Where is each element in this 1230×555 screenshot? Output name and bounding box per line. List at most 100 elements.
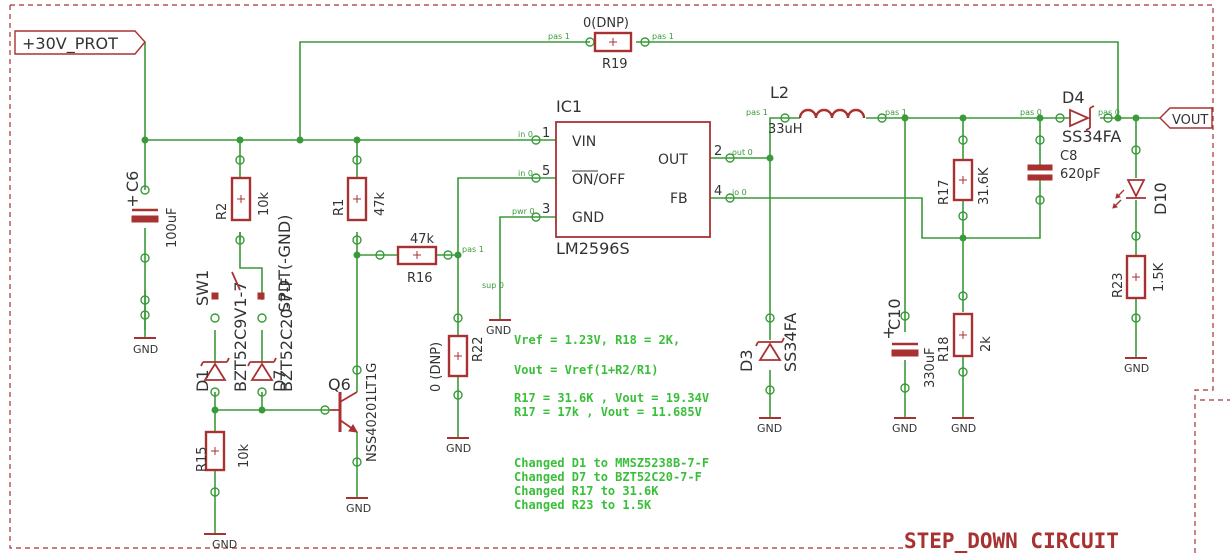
pin-gnd-sup: sup 0 (482, 281, 504, 290)
pin-annotations: pas 1 pas 1 in 0 in 0 pwr 0 out 0 io 0 p… (462, 32, 1120, 290)
note-line-6: Changed D7 to BZT52C20-7-F (514, 470, 702, 484)
d3-value: SS34FA (781, 313, 800, 372)
note-line-8: Changed R23 to 1.5K (514, 498, 652, 512)
gnd-label-q6: GND (346, 502, 371, 515)
ic1-pin-num-1: 1 (542, 126, 550, 141)
ic1-pin-num-4: 4 (714, 184, 722, 199)
output-net-label: VOUT (1159, 107, 1213, 129)
r23-value: 1.5K (1152, 262, 1167, 292)
note-line-2: Vout = Vref(1+R2/R1) (514, 363, 659, 377)
pin-l2-b: pas 1 (885, 108, 907, 117)
r22: 0 (DNP) R22 (429, 334, 486, 392)
d1-ref: D1 (193, 370, 212, 393)
ic1-pin-onoff: ON/OFF (572, 172, 625, 188)
d3: D3 SS34FA (737, 313, 800, 372)
r1-ref: R1 (332, 199, 347, 216)
l2-ref: L2 (770, 83, 789, 102)
r1-value: 47k (373, 191, 388, 216)
gnd-label-r22: GND (446, 442, 471, 455)
r2-ref: R2 (215, 203, 230, 220)
d7-ref: D7 (270, 370, 289, 393)
gnd-label-ic1: GND (486, 324, 511, 337)
c10-value: 330uF (923, 347, 938, 388)
pin-ic-vin: in 0 (518, 130, 533, 139)
title-block: STEP_DOWN CIRCUIT (904, 529, 1119, 553)
note-line-4: R17 = 17k , Vout = 11.685V (514, 405, 702, 419)
d4: D4 SS34FA (1062, 88, 1121, 146)
ic1-pin-num-2: 2 (714, 144, 722, 159)
c8: C8 620pF (1027, 149, 1101, 182)
c6-value: 100uF (165, 207, 180, 248)
pin-r19-a: pas 1 (548, 32, 570, 41)
d4-value: SS34FA (1062, 127, 1121, 146)
r18: R18 2k (937, 312, 994, 362)
r17: R17 31.6K (937, 158, 992, 205)
l2-value: 33uH (768, 122, 803, 137)
pin-ic-gnd: pwr 0 (512, 207, 535, 216)
ic1-pin-num-3: 3 (542, 202, 550, 217)
ic1-pin-out: OUT (658, 152, 688, 168)
pin-r19-b: pas 1 (652, 32, 674, 41)
gnd-label-r23: GND (1124, 362, 1149, 375)
pin-d4-a: pas 0 (1020, 108, 1042, 117)
input-net-label: +30V_PROT (14, 30, 146, 55)
r17-ref: R17 (937, 179, 952, 205)
l2: L2 33uH (768, 83, 866, 137)
gnd-label-c10: GND (892, 422, 917, 435)
d3-ref: D3 (737, 350, 756, 373)
r16-ref: R16 (407, 271, 433, 286)
c10-ref: C10 (885, 298, 904, 330)
pin-ic-onoff: in 0 (518, 169, 533, 178)
r15-value: 10k (237, 443, 252, 468)
ic1-pin-vin: VIN (572, 134, 596, 150)
d1: D1 BZT52C9V1-7 (193, 282, 250, 393)
r17-value: 31.6K (977, 167, 992, 205)
r18-value: 2k (979, 336, 994, 352)
sw1: SW1 BZT52C20-7-F SPDT(-GND) (193, 215, 296, 392)
r23: R23 1.5K (1111, 254, 1167, 300)
ic1: IC1 LM2596S VIN ON/OFF GND OUT FB 1 5 3 … (542, 97, 722, 258)
c8-ref: C8 (1060, 149, 1077, 164)
r22-ref: R22 (471, 336, 486, 362)
ic1-ref: IC1 (556, 97, 582, 116)
r15-ref: R15 (195, 446, 210, 472)
c6: + C6 100uF (123, 171, 180, 248)
r19-value: 0(DNP) (583, 16, 629, 31)
r18-ref: R18 (937, 336, 952, 362)
r19: 0(DNP) R19 (583, 16, 633, 72)
sw1-ref: SW1 (193, 270, 212, 306)
r19-ref: R19 (602, 57, 628, 72)
input-net-text: +30V_PROT (22, 34, 118, 54)
d10-ref: D10 (1151, 182, 1170, 215)
design-notes: Vref = 1.23V, R18 = 2K, Vout = Vref(1+R2… (514, 333, 709, 512)
sw1-value: SPDT(-GND) (275, 215, 294, 312)
pin-r16-b: pas 1 (462, 245, 484, 254)
q6-ref: Q6 (328, 375, 351, 394)
ic1-pin-fb: FB (670, 191, 688, 207)
d4-ref: D4 (1062, 88, 1085, 107)
gnd-label-c6: GND (133, 343, 158, 356)
r16-value: 47k (410, 232, 435, 247)
r22-value: 0 (DNP) (429, 342, 444, 392)
pin-markers (140, 37, 1141, 497)
r16: 47k R16 (396, 232, 438, 286)
d7-value: BZT52C20-7-F (277, 277, 296, 392)
junctions (141, 114, 1140, 414)
q6: Q6 NSS40201LT1G (328, 363, 380, 462)
pin-l2-a: pas 1 (746, 108, 768, 117)
c6-ref: C6 (123, 171, 142, 192)
r15: R15 10k (195, 430, 252, 472)
d7: D7 (247, 357, 289, 393)
ic1-pin-gnd: GND (572, 210, 604, 226)
gnd-label-d3: GND (757, 422, 782, 435)
note-line-5: Changed D1 to MMSZ5238B-7-F (514, 456, 709, 470)
output-net-text: VOUT (1172, 113, 1208, 128)
c10: + C10 330uF (882, 298, 938, 388)
ic1-pin-num-5: 5 (542, 164, 550, 179)
pin-ic-out: out 0 (732, 148, 753, 157)
note-line-7: Changed R17 to 31.6K (514, 484, 659, 498)
c8-value: 620pF (1060, 167, 1101, 182)
q6-value: NSS40201LT1G (365, 363, 380, 462)
r2-value: 10k (257, 191, 272, 216)
